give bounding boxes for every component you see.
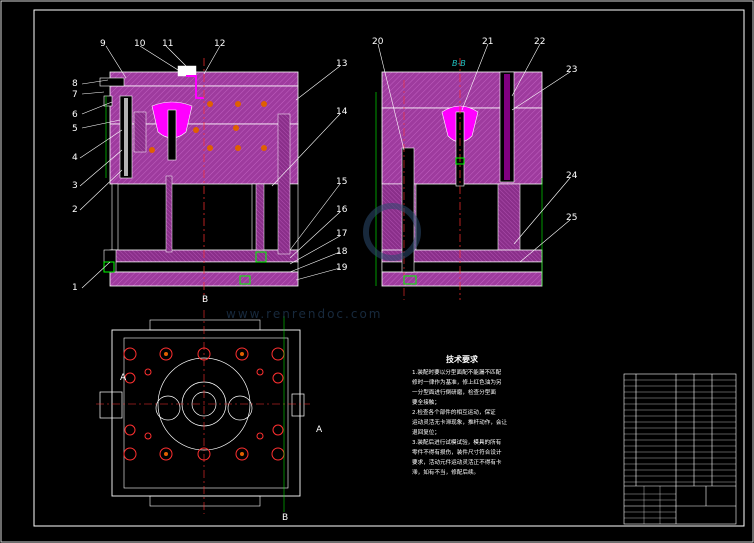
tech-line-3: 一分型面进行倒研磨，检查分型面 [412, 388, 496, 396]
callout-21: 21 [482, 37, 493, 47]
callout-9: 9 [100, 39, 106, 49]
tech-line-1: 1.装配时要以分型面配不能漏不匹配 [412, 368, 502, 376]
tech-line-9: 零件不得有损伤，装件尺寸符合设计 [412, 448, 502, 456]
callout-5: 5 [72, 124, 78, 134]
section-mark-b-bottom: B [282, 513, 288, 523]
callout-6: 6 [72, 110, 78, 120]
watermark: www.renrendoc.com [226, 203, 421, 321]
inner-frame [33, 9, 745, 527]
callout-16: 16 [336, 205, 348, 215]
callout-11: 11 [162, 39, 173, 49]
top-view [96, 310, 310, 514]
tech-requirements-title: 技术要求 [446, 354, 479, 364]
callout-23: 23 [566, 65, 577, 75]
tech-line-2: 修时一律作为基准，修上红色油为另 [412, 378, 502, 386]
tech-line-4: 要全接触； [412, 398, 440, 406]
section-mark-a-top: A [120, 373, 127, 383]
callout-15: 15 [336, 177, 347, 187]
callout-20: 20 [372, 37, 384, 47]
section-view-bb [375, 58, 543, 300]
section-mark-b-top: B [202, 295, 208, 305]
callout-8: 8 [72, 79, 78, 89]
callout-2: 2 [72, 205, 78, 215]
callout-12: 12 [214, 39, 225, 49]
callout-19: 19 [336, 263, 348, 273]
tech-line-11: 滞，如有不当，修配后续。 [412, 468, 479, 476]
title-block [623, 373, 737, 525]
tech-line-5: 2.检查各个部件的相互运动，保证 [412, 408, 496, 416]
tech-line-8: 3.装配后进行试模试验，模具的所有 [412, 438, 502, 446]
callouts: 1 2 3 4 5 6 7 8 9 10 11 12 13 14 15 16 1… [72, 37, 578, 293]
leader-lines [79, 43, 571, 289]
watermark-url: www.renrendoc.com [226, 307, 382, 321]
callout-24: 24 [566, 171, 578, 181]
callout-22: 22 [534, 37, 545, 47]
callout-17: 17 [336, 229, 347, 239]
callout-3: 3 [72, 181, 78, 191]
section-mark-a-right: A [316, 425, 323, 435]
callout-13: 13 [336, 59, 347, 69]
front-view [99, 58, 299, 300]
callout-25: 25 [566, 213, 577, 223]
callout-14: 14 [336, 107, 348, 117]
callout-18: 18 [336, 247, 348, 257]
technical-requirements: 技术要求 1.装配时要以分型面配不能漏不匹配 修时一律作为基准，修上红色油为另 … [412, 354, 508, 476]
tech-line-10: 要求，活动元件运动灵活正不得有卡 [412, 458, 502, 466]
tech-line-6: 运动灵活无卡滞现象，推杆动作，会让 [412, 418, 508, 426]
callout-4: 4 [72, 153, 78, 163]
callout-7: 7 [72, 90, 78, 100]
tech-line-7: 退回复位； [412, 428, 440, 436]
callout-10: 10 [134, 39, 146, 49]
section-title-bb: B-B [452, 59, 466, 68]
callout-1: 1 [72, 283, 78, 293]
